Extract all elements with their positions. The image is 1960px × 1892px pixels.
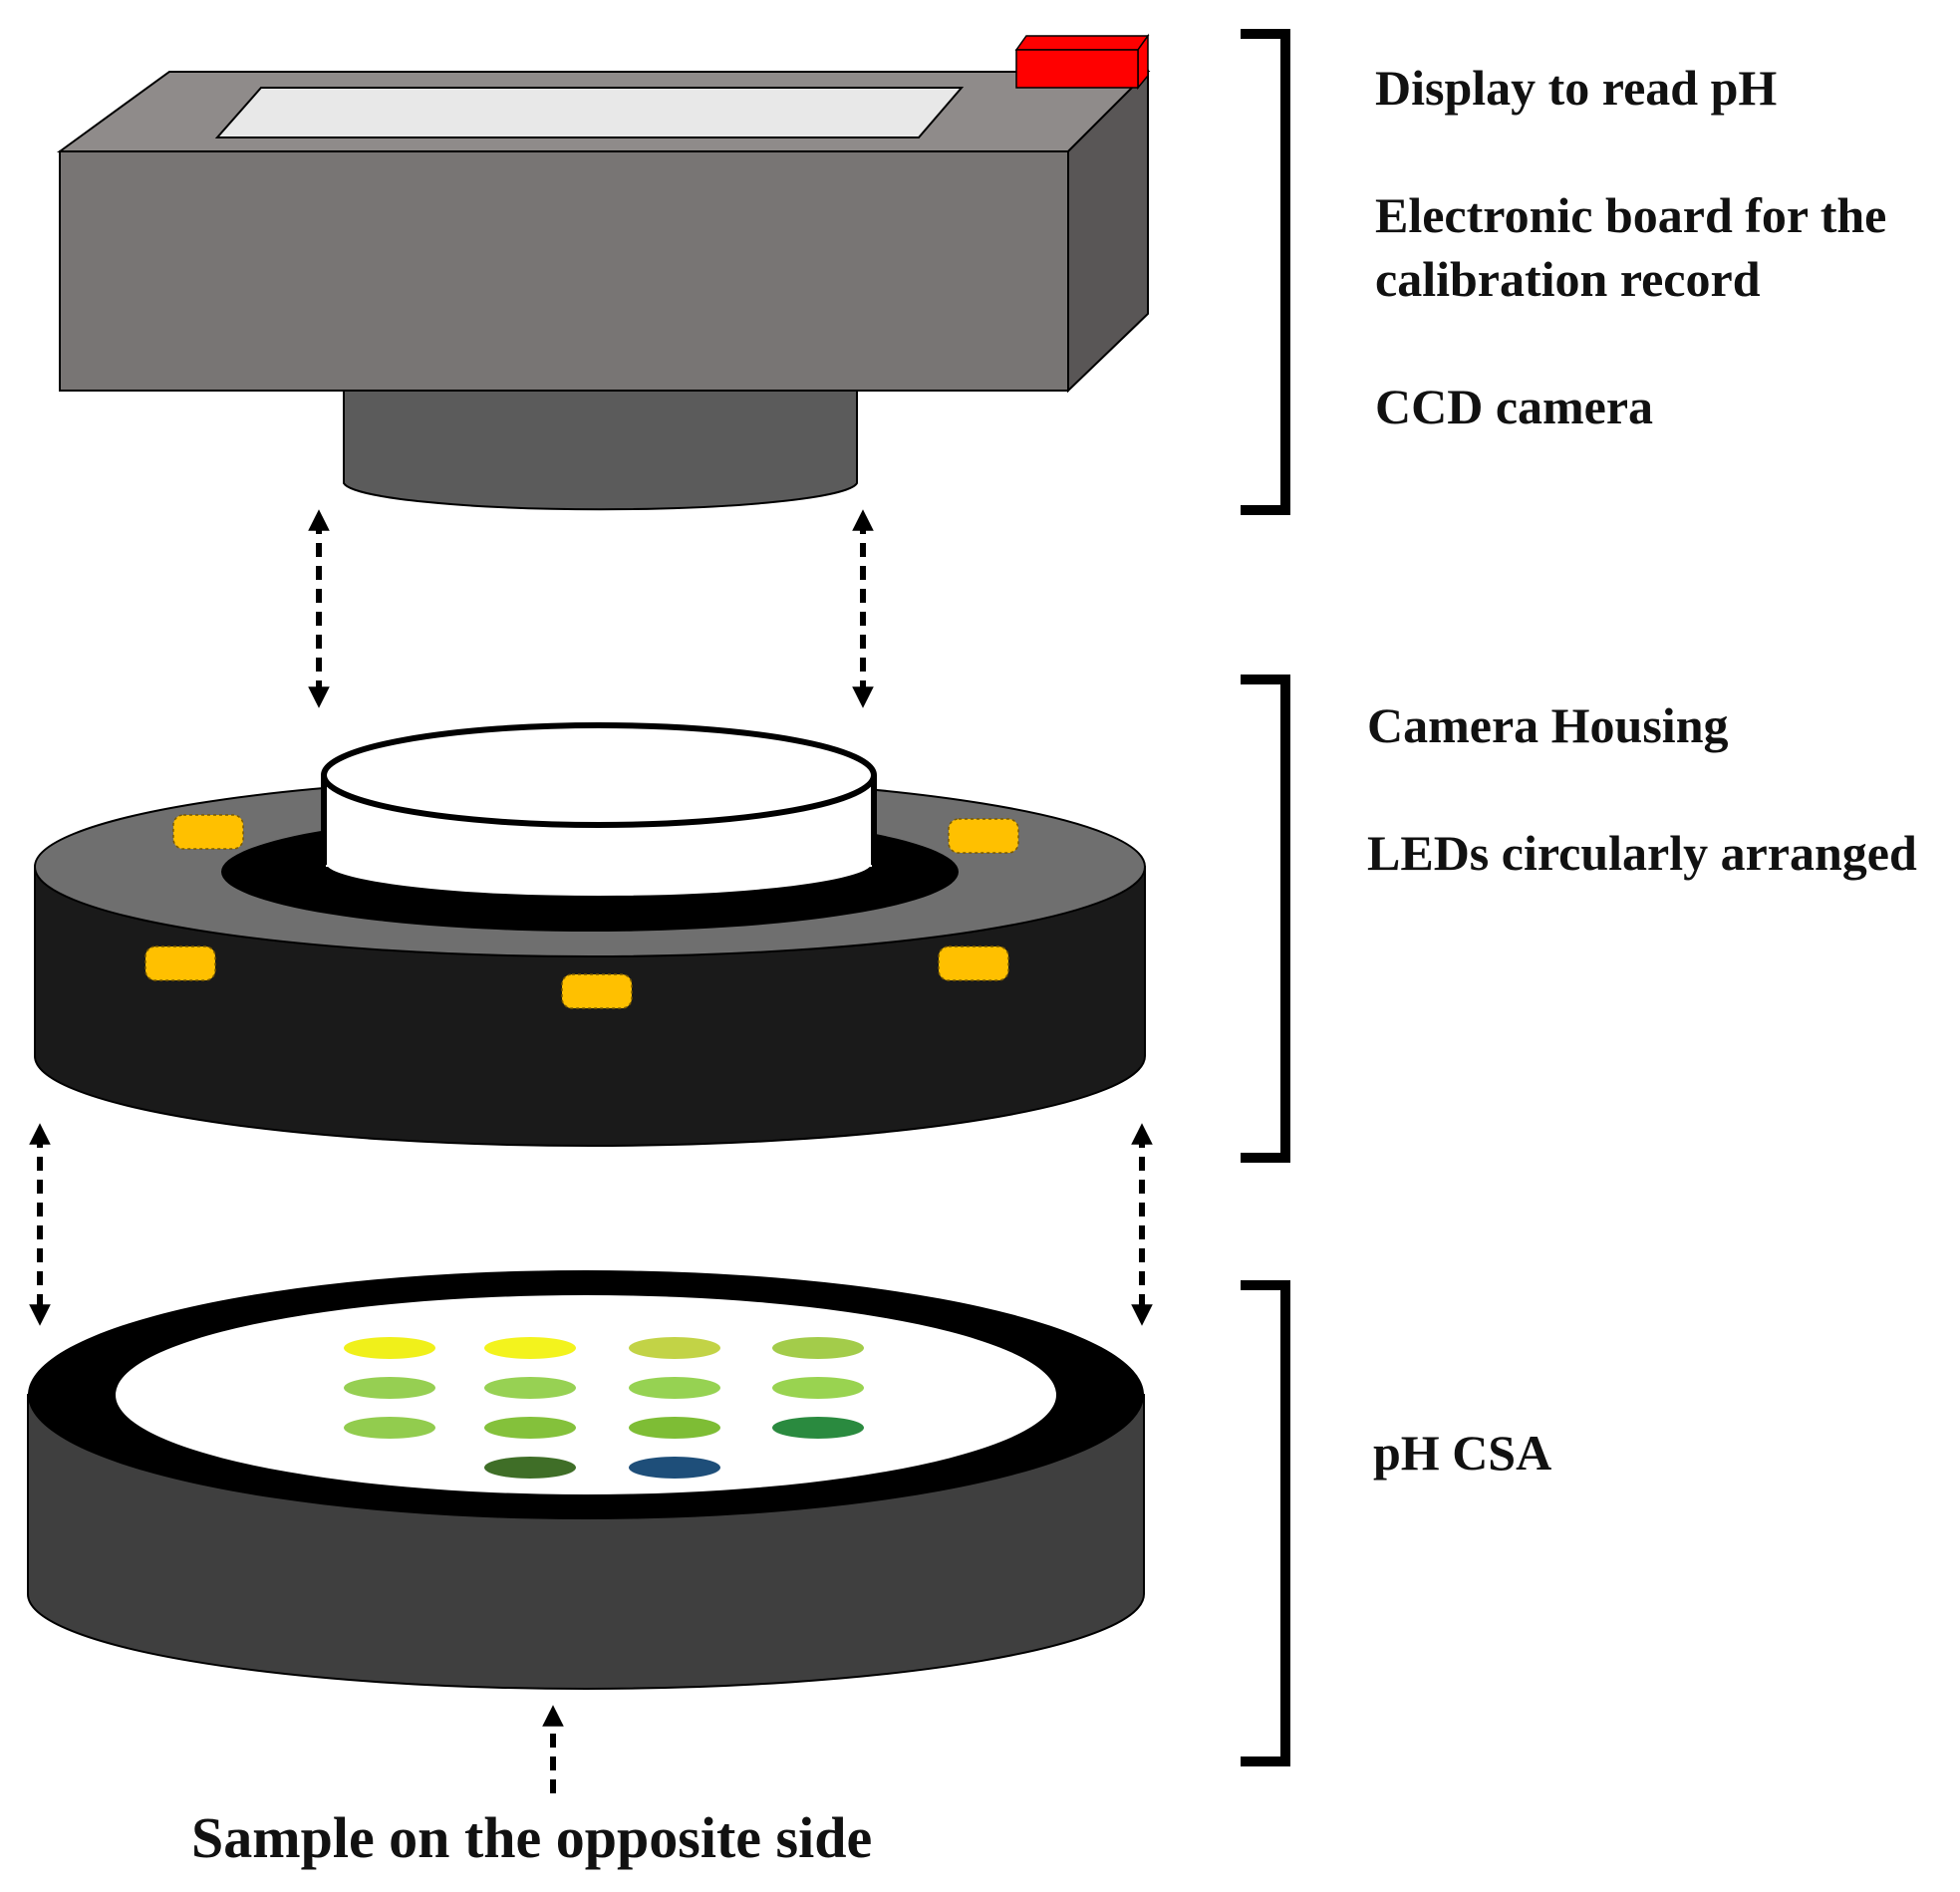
ph-csa-holder	[27, 1270, 1145, 1690]
label-csa: pH CSA	[1373, 1425, 1552, 1481]
csa-spot	[629, 1417, 720, 1439]
label-camera: CCD camera	[1375, 379, 1654, 434]
led	[561, 973, 633, 1009]
bracket-csa	[1241, 1280, 1290, 1766]
led	[172, 814, 244, 850]
assembly-arrows	[29, 509, 1153, 1793]
bracket-housing	[1241, 675, 1290, 1163]
csa-color-spots	[344, 1337, 864, 1479]
csa-spot	[772, 1377, 864, 1399]
device-front-face	[59, 150, 1069, 392]
brackets	[1241, 29, 1290, 1766]
led	[144, 946, 216, 981]
label-board-line1: Electronic board for the	[1375, 187, 1887, 243]
csa-spot	[484, 1417, 576, 1439]
power-button	[1014, 33, 1150, 91]
led	[938, 946, 1009, 981]
csa-spot	[772, 1337, 864, 1359]
camera-housing-ring	[34, 722, 1146, 1147]
csa-spot	[484, 1337, 576, 1359]
csa-white-plate	[116, 1295, 1056, 1494]
csa-spot	[629, 1457, 720, 1479]
led	[948, 818, 1019, 854]
ph-display-screen	[214, 87, 965, 138]
csa-spot	[344, 1337, 435, 1359]
csa-spot	[344, 1417, 435, 1439]
csa-spot	[484, 1377, 576, 1399]
bracket-reader	[1241, 29, 1290, 515]
label-sample: Sample on the opposite side	[191, 1805, 873, 1870]
label-leds: LEDs circularly arranged	[1367, 825, 1917, 881]
label-housing: Camera Housing	[1367, 697, 1729, 753]
camera-housing-cylinder	[321, 722, 877, 902]
csa-spot	[344, 1377, 435, 1399]
ccd-camera-lens	[343, 388, 858, 511]
csa-spot	[772, 1417, 864, 1439]
reader-device	[56, 33, 1151, 511]
label-display: Display to read pH	[1375, 60, 1778, 116]
csa-spot	[484, 1457, 576, 1479]
csa-spot	[629, 1377, 720, 1399]
label-board-line2: calibration record	[1375, 251, 1761, 307]
csa-spot	[629, 1337, 720, 1359]
